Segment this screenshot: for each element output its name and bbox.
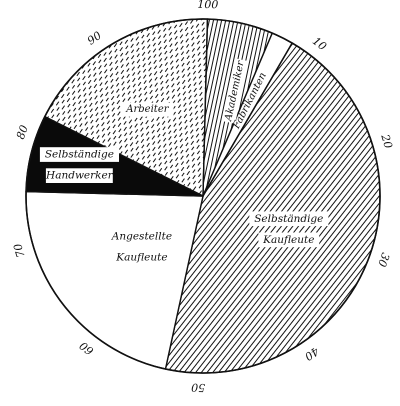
slice-label-line: Selbständige: [254, 213, 323, 225]
slice-label-line: Kaufleute: [115, 252, 167, 264]
scale-tick-label: 100: [197, 0, 218, 11]
slice-label-background: [249, 211, 329, 227]
slice-label-line: Selbständige: [45, 149, 114, 161]
slice-label-line: Arbeiter: [125, 104, 169, 115]
scale-tick-label: 60: [77, 339, 96, 358]
slice-labels-layer: AkademikerFabrikantenSelbständigeKaufleu…: [39, 58, 329, 264]
slice-label-background: [45, 168, 113, 183]
slice-label-background: [258, 232, 320, 248]
scale-tick-label: 50: [191, 381, 205, 394]
slice-label-line: Handwerker: [45, 170, 114, 182]
scale-tick-label: 40: [302, 344, 322, 363]
slices-layer: [25, 18, 381, 374]
scale-tick-label: 90: [85, 29, 104, 48]
scale-tick-label: 80: [14, 123, 31, 141]
slice-label-line: Kaufleute: [262, 234, 314, 246]
slice-label-background: [39, 147, 119, 162]
scale-tick-label: 30: [375, 251, 392, 269]
pie-outline: [25, 18, 381, 374]
slice-label-background: [121, 102, 174, 117]
slice-label-arbeiter: Arbeiter: [121, 102, 174, 117]
slice-label-background: [221, 58, 249, 124]
slice-label-line: Angestellte: [111, 231, 172, 243]
scale-tick-label: 20: [378, 132, 395, 150]
scale-tick-label: 10: [310, 34, 329, 53]
scale-tick-label: 70: [11, 242, 27, 259]
